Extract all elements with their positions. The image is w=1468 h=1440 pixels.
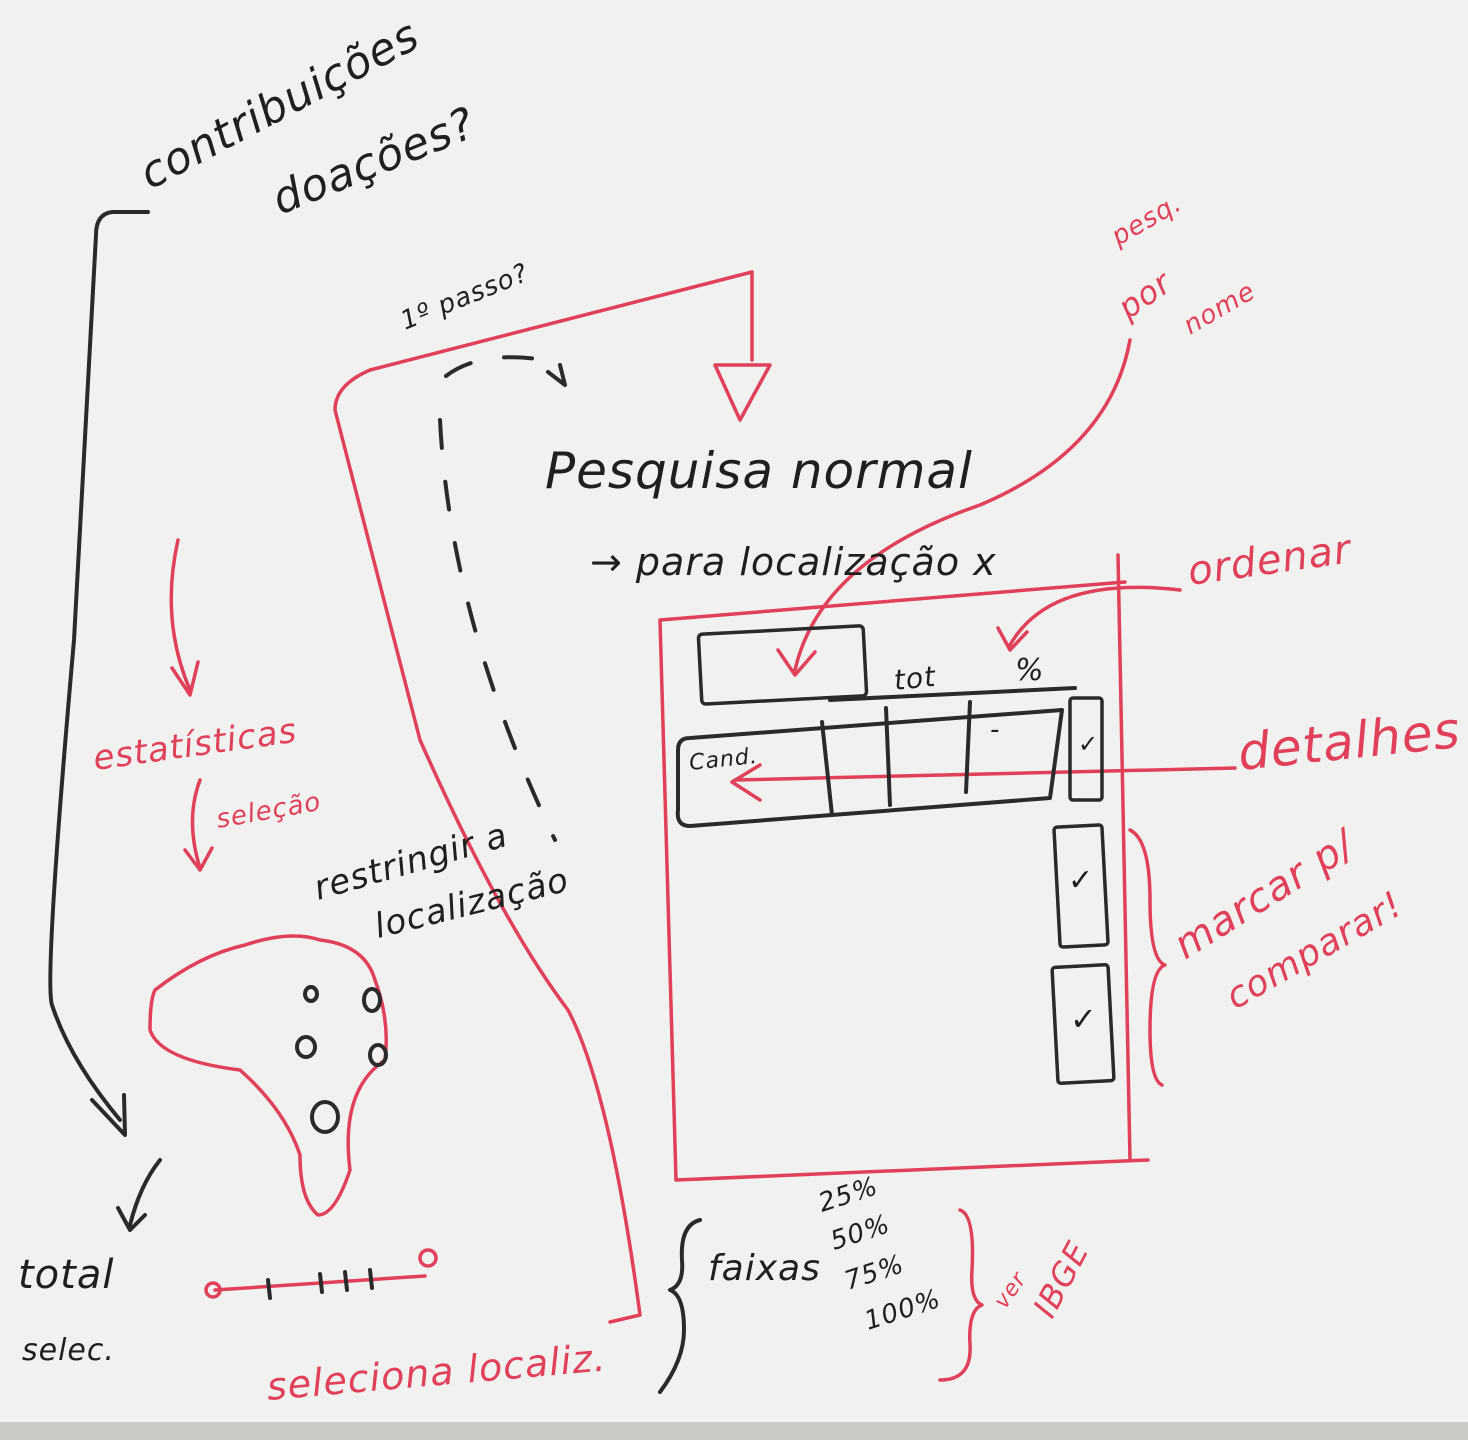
para-localizacao-note: → para localização x bbox=[590, 540, 997, 584]
search-name-arrowhead bbox=[776, 648, 817, 677]
ordenar-arrow bbox=[1008, 585, 1182, 647]
slider-ticks bbox=[266, 1268, 374, 1300]
left-flow-arrowhead bbox=[90, 1093, 127, 1137]
estatisticas-arrow bbox=[169, 538, 192, 692]
column-header-tot[interactable]: tot bbox=[892, 660, 937, 697]
map-location-marker bbox=[310, 1100, 340, 1134]
results-screen-frame bbox=[658, 553, 1150, 1182]
pesq-nome-note-3: nome bbox=[1179, 276, 1261, 341]
left-flow-arrow bbox=[48, 210, 150, 1122]
total-selec-note-2: selec. bbox=[22, 1333, 115, 1368]
faixas-note: faixas bbox=[708, 1248, 821, 1289]
detalhes-arrowhead bbox=[730, 763, 762, 802]
faixa-50: 50% bbox=[827, 1209, 894, 1256]
selecao-note: seleção bbox=[214, 787, 324, 835]
total-arrow bbox=[128, 1158, 162, 1227]
total-arrowhead bbox=[116, 1206, 147, 1232]
map-location-marker bbox=[362, 987, 382, 1013]
search-box[interactable] bbox=[696, 624, 869, 706]
seleciona-localiz-note: seleciona localiz. bbox=[265, 1335, 608, 1408]
faixa-75: 75% bbox=[841, 1249, 908, 1296]
total-selec-note-1: total bbox=[18, 1252, 114, 1298]
compare-checkbox[interactable] bbox=[1050, 963, 1116, 1085]
detalhes-line bbox=[733, 766, 1237, 782]
red-flow-bracket bbox=[333, 270, 754, 1324]
map-location-marker bbox=[303, 985, 319, 1003]
slider-left-handle bbox=[204, 1281, 222, 1299]
faixa-25: 25% bbox=[815, 1171, 882, 1218]
primeiro-passo-note: 1º passo? bbox=[396, 258, 533, 336]
table-row[interactable] bbox=[675, 708, 1064, 828]
pesq-nome-note-1: pesq. bbox=[1106, 188, 1188, 252]
slider-right-handle bbox=[418, 1248, 438, 1268]
pct-cell: - bbox=[990, 715, 1000, 745]
compare-checkbox[interactable] bbox=[1052, 823, 1110, 949]
ibge-brace bbox=[938, 1208, 984, 1382]
pesquisa-normal-title: Pesquisa normal bbox=[545, 442, 973, 500]
ordenar-note: ordenar bbox=[1185, 526, 1356, 595]
check-icon: ✓ bbox=[1068, 863, 1093, 898]
marcar-brace bbox=[1128, 828, 1167, 1087]
check-icon: ✓ bbox=[1078, 730, 1098, 758]
map-location-marker bbox=[368, 1043, 388, 1067]
selecao-arrowhead bbox=[183, 846, 214, 872]
selecao-arrow bbox=[190, 778, 202, 870]
table-col-divider bbox=[820, 700, 972, 817]
estatisticas-note: estatísticas bbox=[91, 711, 300, 779]
faixa-100: 100% bbox=[861, 1284, 945, 1337]
column-header-pct[interactable]: % bbox=[1015, 653, 1045, 688]
brazil-map bbox=[148, 934, 388, 1217]
faixas-brace bbox=[658, 1218, 702, 1394]
search-name-arrow bbox=[793, 338, 1132, 672]
board-tray bbox=[0, 1422, 1468, 1440]
ver-ibge-note-2: IBGE bbox=[1026, 1235, 1097, 1324]
dashed-flow-line bbox=[438, 355, 557, 842]
ordenar-arrowhead bbox=[996, 626, 1029, 652]
map-location-marker bbox=[295, 1035, 317, 1059]
detalhes-note: detalhes bbox=[1235, 701, 1463, 782]
red-top-arrowhead bbox=[713, 363, 772, 422]
details-checkbox[interactable] bbox=[1068, 696, 1104, 802]
table-header-line bbox=[828, 686, 1077, 702]
estatisticas-arrowhead bbox=[170, 660, 200, 697]
dashed-flow-arrowhead bbox=[546, 363, 567, 387]
pesq-nome-note-2: por bbox=[1110, 263, 1179, 327]
check-icon: ✓ bbox=[1070, 1000, 1097, 1038]
